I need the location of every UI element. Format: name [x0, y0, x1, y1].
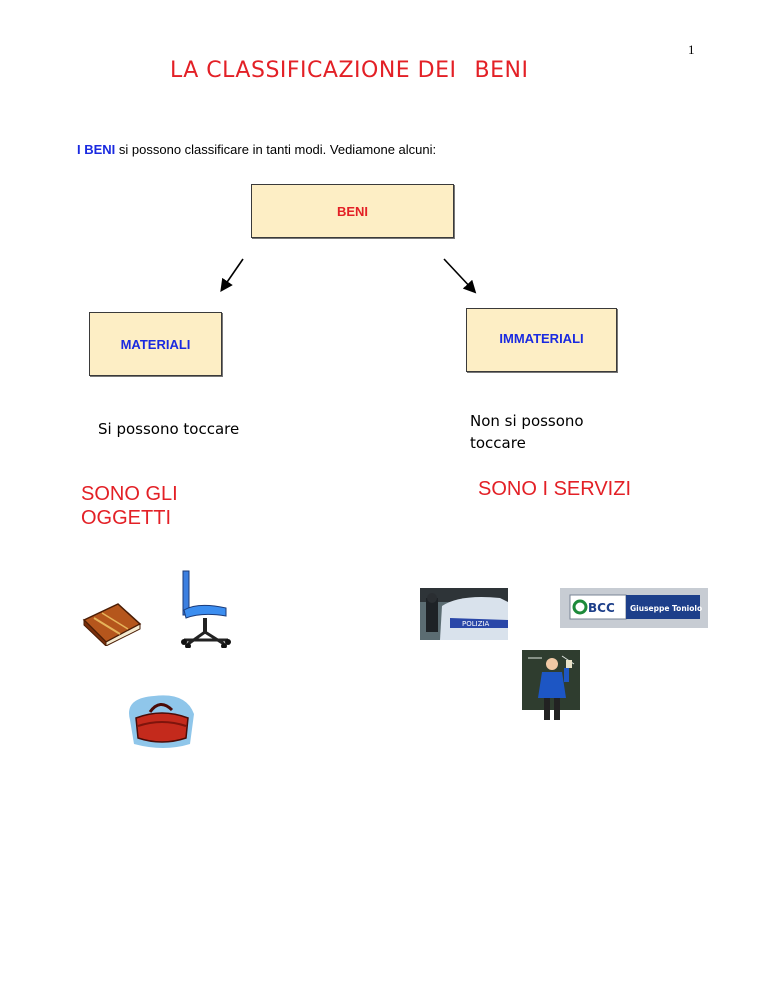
root-box-beni: BENI: [251, 184, 454, 238]
intro-text: si possono classificare in tanti modi. V…: [115, 142, 437, 157]
box-immateriali: IMMATERIALI: [466, 308, 617, 372]
bank-sign-icon: BCC Giuseppe Toniolo: [560, 588, 708, 628]
page-title-part2: BENI: [474, 58, 529, 83]
materiali-description: Si possono toccare: [98, 420, 240, 438]
bank-name-text: Giuseppe Toniolo: [630, 604, 702, 613]
box-materiali-label: MATERIALI: [120, 336, 191, 352]
immateriali-description: Non si possono toccare: [470, 412, 584, 452]
diagram-arrows: [220, 258, 477, 294]
immateriali-heading: SONO I SERVIZI: [478, 478, 631, 500]
intro-paragraph: I BENI si possono classificare in tanti …: [77, 142, 436, 157]
intro-highlight: I BENI: [77, 142, 116, 157]
arrow-right: [443, 258, 477, 294]
page-number: 1: [688, 42, 695, 57]
root-box-label: BENI: [336, 203, 369, 219]
teacher-icon: [522, 650, 580, 720]
police-car-text: POLIZIA: [462, 620, 490, 628]
box-materiali: MATERIALI: [89, 312, 222, 376]
office-chair-icon: [181, 570, 231, 648]
page-title-part1: LA CLASSIFICAZIONE DEI: [170, 58, 457, 83]
page-title: LA CLASSIFICAZIONE DEI BENI: [170, 58, 528, 83]
book-icon: [82, 603, 142, 646]
handbag-icon: [129, 695, 194, 748]
bank-logo-text: BCC: [588, 601, 615, 615]
police-car-icon: POLIZIA: [420, 588, 508, 640]
materiali-heading: SONO GLI OGGETTI: [81, 483, 178, 529]
arrow-left: [220, 258, 244, 292]
box-immateriali-label: IMMATERIALI: [499, 331, 584, 346]
